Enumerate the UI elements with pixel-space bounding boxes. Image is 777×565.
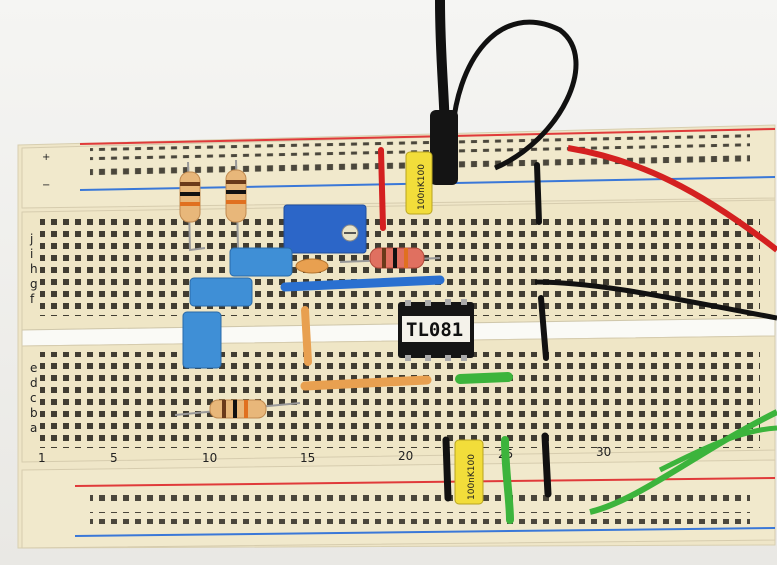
probe-tip	[430, 110, 458, 185]
black-jumper-top	[534, 162, 542, 225]
column-number: 15	[300, 451, 315, 465]
lower-terminal-strip	[21, 335, 776, 463]
components: 100nK100 100nK100 TL081	[174, 151, 484, 505]
green-supply-wire	[589, 409, 777, 515]
orange-jumper-vertical	[301, 306, 312, 366]
trimmer-potentiometer	[283, 204, 367, 254]
rail-minus-mark: −	[42, 180, 50, 191]
column-number: 10	[202, 451, 217, 465]
breadboard: + − j i h g f	[17, 124, 776, 549]
ceramic-capacitor	[295, 258, 329, 274]
black-signal-wire	[534, 279, 777, 321]
row-letter: c	[30, 391, 37, 405]
column-number: 20	[398, 449, 413, 463]
row-letter: a	[30, 421, 37, 435]
film-capacitor-2	[189, 277, 253, 307]
wires	[280, 0, 777, 524]
bottom-power-rail	[21, 459, 776, 549]
chip-label: TL081	[406, 319, 463, 341]
row-letter: b	[30, 406, 38, 420]
resistor-top-left	[179, 161, 206, 252]
black-loop-wire	[449, 19, 579, 171]
red-supply-wire	[567, 145, 777, 253]
green-supply-wire-2	[658, 425, 777, 473]
green-jumper-short	[455, 372, 513, 384]
row-letter: g	[30, 277, 38, 291]
orange-jumper-horizontal	[300, 375, 432, 391]
rail-plus-mark: +	[42, 152, 50, 163]
film-capacitor-3	[182, 311, 222, 369]
capacitor-marking-top: 100nK100	[417, 164, 427, 210]
row-letter: e	[30, 361, 37, 375]
row-letter: d	[30, 376, 38, 390]
row-letter: f	[30, 292, 35, 306]
row-letters-upper: j i h g f	[29, 232, 38, 306]
black-jumper-bottom-right	[541, 432, 552, 498]
black-jumper-bottom-left	[442, 436, 452, 502]
blue-jumper	[280, 275, 445, 292]
column-number: 1	[38, 451, 46, 465]
black-jumper-mid	[538, 295, 549, 361]
red-jumper	[378, 147, 386, 231]
column-number: 5	[110, 451, 118, 465]
row-letters-lower: e d c b a	[30, 361, 38, 435]
resistor-top-right	[225, 159, 247, 249]
film-capacitor-1	[229, 247, 293, 277]
row-letter: h	[30, 262, 38, 276]
row-letter: i	[30, 247, 33, 261]
tl081-op-amp: TL081	[398, 299, 474, 361]
resistor-horizontal	[339, 247, 441, 269]
row-letter: j	[29, 232, 33, 246]
yellow-capacitor-top: 100nK100	[405, 151, 433, 215]
yellow-capacitor-bottom: 100nK100	[454, 439, 484, 505]
capacitor-marking-bottom: 100nK100	[467, 454, 477, 500]
resistor-lower	[174, 399, 301, 419]
green-jumper-vertical	[501, 436, 514, 524]
column-number: 30	[596, 445, 611, 459]
